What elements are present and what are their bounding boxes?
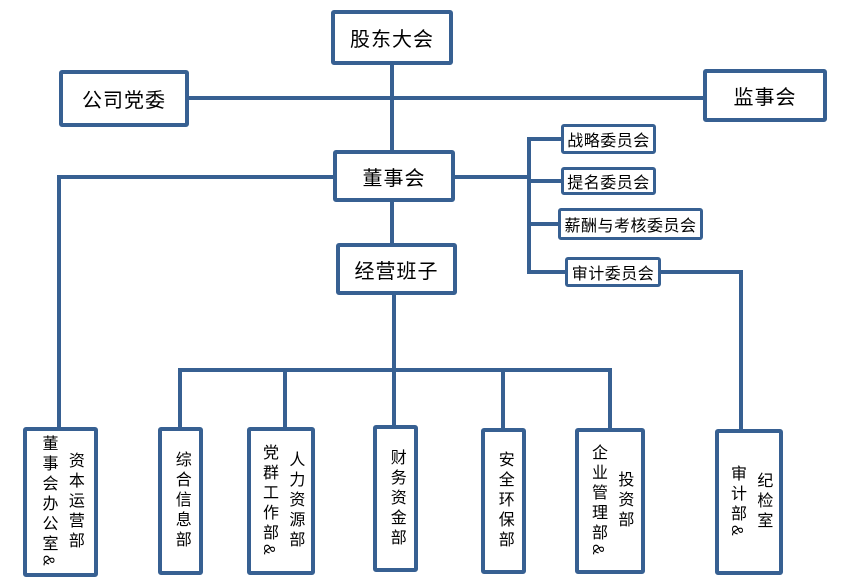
connector-board-left-horizontal	[57, 175, 335, 179]
node-board-of-directors: 董事会	[333, 150, 455, 202]
connector-drop-investment	[608, 368, 612, 430]
connector-management-distribution	[392, 293, 396, 372]
node-general-information-dept: 综合信息部	[158, 427, 203, 575]
connector-drop-general-information	[178, 368, 182, 429]
node-shareholders-meeting: 股东大会	[331, 10, 453, 65]
node-strategy-committee: 战略委员会	[561, 124, 656, 154]
connector-board-management	[390, 200, 394, 246]
connector-board-committee-spine	[453, 175, 531, 179]
connector-board-capitalops-vertical	[57, 175, 61, 431]
node-capital-operations-dept: 资本运营部 董事会办公室&	[23, 427, 98, 577]
connector-stub-nomination	[529, 179, 563, 183]
connector-auditcommittee-auditdept	[739, 270, 743, 435]
node-supervisory-board: 监事会	[703, 69, 827, 122]
connector-stub-strategy	[529, 137, 563, 141]
connector-shareholders-board	[390, 63, 394, 153]
node-party-committee: 公司党委	[59, 70, 189, 127]
connector-stub-audit-committee	[529, 270, 567, 274]
node-nomination-committee: 提名委员会	[561, 167, 656, 195]
node-audit-dept: 纪检室 审计部&	[715, 429, 783, 575]
connector-drop-human-resources	[283, 368, 287, 429]
node-audit-committee: 审计委员会	[565, 257, 661, 287]
connector-drop-finance	[392, 368, 396, 427]
connector-party-supervisory	[187, 96, 705, 100]
node-investment-dept: 投资部 企业管理部&	[575, 428, 645, 574]
node-human-resources-dept: 人力资源部 党群工作部&	[247, 427, 315, 575]
node-management-team: 经营班子	[336, 243, 457, 295]
connector-drop-safety	[501, 368, 505, 430]
connector-auditcommittee-right	[659, 270, 743, 274]
connector-committee-spine	[527, 137, 531, 274]
node-compensation-committee: 薪酬与考核委员会	[558, 208, 703, 240]
node-safety-environment-dept: 安全环保部	[481, 428, 526, 574]
connector-stub-compensation	[529, 222, 560, 226]
node-finance-funds-dept: 财务资金部	[373, 425, 418, 572]
